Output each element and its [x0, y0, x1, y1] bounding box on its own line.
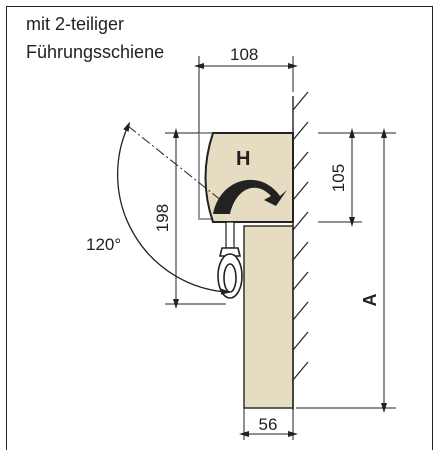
dimension-box-height-label: 105 — [329, 164, 348, 192]
diagram-frame — [6, 6, 433, 450]
dimension-top-width — [194, 56, 298, 133]
dimension-overall-label: A — [360, 294, 380, 307]
guide-rail — [243, 225, 294, 409]
dimension-total-height — [165, 128, 226, 309]
dimension-overall — [296, 128, 396, 413]
angle-label: 120° — [86, 235, 121, 254]
wall-hatching — [292, 91, 309, 381]
opening-arrow — [213, 179, 287, 214]
box-label-H: H — [236, 148, 250, 170]
dimension-rail-width-label: 56 — [259, 415, 278, 434]
dimension-top-width-label: 108 — [230, 45, 258, 64]
drop-rod — [225, 221, 235, 249]
hook-handle — [217, 247, 243, 299]
dimension-total-height-label: 198 — [153, 204, 172, 232]
caption-line-1: mit 2-teiliger — [26, 14, 125, 34]
angle-arc — [117, 121, 231, 295]
caption-line-2: Führungsschiene — [26, 42, 165, 62]
dimension-rail-width — [239, 408, 298, 440]
dimension-box-height — [318, 128, 362, 227]
